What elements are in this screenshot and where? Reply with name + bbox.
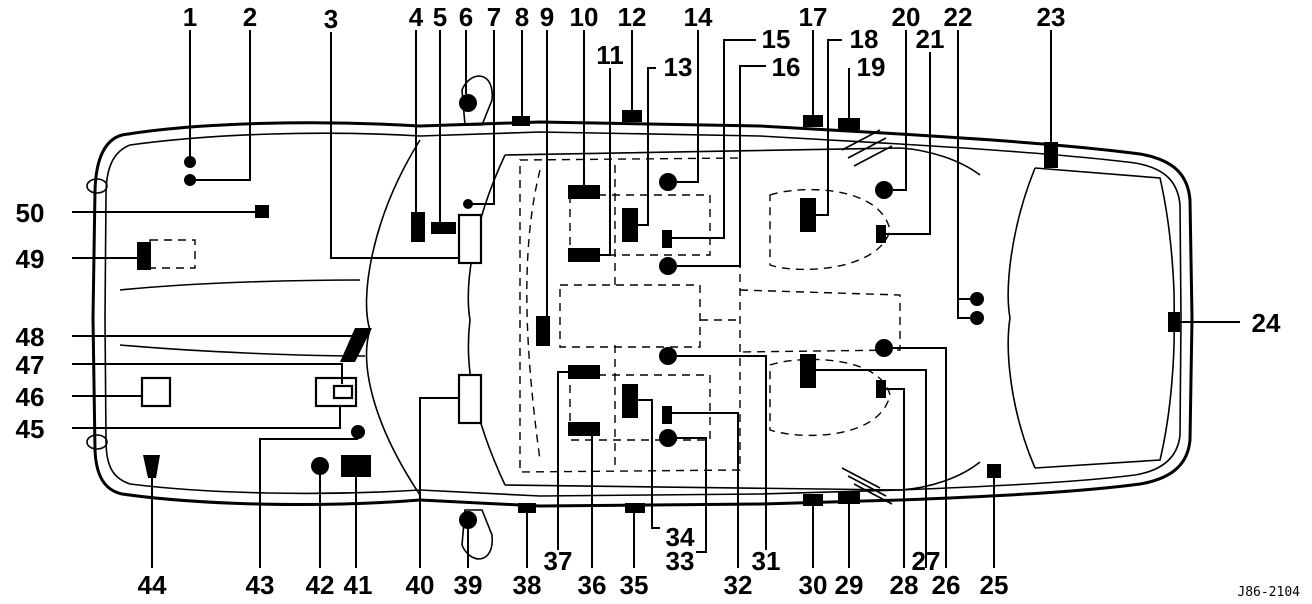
callout-46: 46 bbox=[16, 382, 45, 412]
callout-16: 16 bbox=[772, 52, 801, 82]
callout-49: 49 bbox=[16, 244, 45, 274]
callout-38: 38 bbox=[513, 570, 542, 600]
callout-47: 47 bbox=[16, 350, 45, 380]
callout-21: 21 bbox=[916, 24, 945, 54]
callout-29: 29 bbox=[835, 570, 864, 600]
callout-45: 45 bbox=[16, 414, 45, 444]
callout-labels: 1 2 3 4 5 6 7 8 9 10 11 12 13 14 15 16 1… bbox=[16, 2, 1281, 600]
callout-44: 44 bbox=[138, 570, 167, 600]
callout-13: 13 bbox=[664, 52, 693, 82]
callout-19: 19 bbox=[857, 52, 886, 82]
callout-3: 3 bbox=[324, 4, 338, 34]
callout-11: 11 bbox=[596, 40, 624, 70]
callout-48: 48 bbox=[16, 322, 45, 352]
car-outline bbox=[86, 75, 1194, 560]
callout-33: 33 bbox=[666, 546, 695, 576]
callout-43: 43 bbox=[246, 570, 275, 600]
callout-24: 24 bbox=[1252, 308, 1281, 338]
interior-harness bbox=[149, 157, 901, 473]
callout-39: 39 bbox=[454, 570, 483, 600]
callout-2: 2 bbox=[243, 2, 257, 32]
callout-7: 7 bbox=[487, 2, 501, 32]
callout-37: 37 bbox=[544, 546, 573, 576]
leader-lines bbox=[72, 30, 1240, 568]
callout-14: 14 bbox=[684, 2, 713, 32]
callout-34: 34 bbox=[666, 522, 695, 552]
callout-30: 30 bbox=[799, 570, 828, 600]
callout-50: 50 bbox=[16, 198, 45, 228]
callout-28: 28 bbox=[890, 570, 919, 600]
callout-10: 10 bbox=[570, 2, 599, 32]
callout-26: 26 bbox=[932, 570, 961, 600]
callout-8: 8 bbox=[515, 2, 529, 32]
callout-41: 41 bbox=[344, 570, 373, 600]
callout-35: 35 bbox=[620, 570, 649, 600]
callout-31: 31 bbox=[752, 546, 781, 576]
callout-22: 22 bbox=[944, 2, 973, 32]
callout-9: 9 bbox=[540, 2, 554, 32]
callout-32: 32 bbox=[724, 570, 753, 600]
callout-25: 25 bbox=[980, 570, 1009, 600]
figure-reference: J86-2104 bbox=[1237, 585, 1300, 600]
callout-27: 27 bbox=[912, 546, 941, 576]
callout-6: 6 bbox=[459, 2, 473, 32]
callout-20: 20 bbox=[892, 2, 921, 32]
components bbox=[137, 94, 1180, 529]
callout-36: 36 bbox=[578, 570, 607, 600]
callout-5: 5 bbox=[433, 2, 447, 32]
callout-18: 18 bbox=[850, 24, 879, 54]
callout-40: 40 bbox=[406, 570, 435, 600]
callout-4: 4 bbox=[409, 2, 424, 32]
callout-23: 23 bbox=[1037, 2, 1066, 32]
callout-1: 1 bbox=[183, 2, 197, 32]
callout-17: 17 bbox=[799, 2, 828, 32]
callout-12: 12 bbox=[618, 2, 647, 32]
callout-42: 42 bbox=[306, 570, 335, 600]
callout-15: 15 bbox=[762, 24, 791, 54]
